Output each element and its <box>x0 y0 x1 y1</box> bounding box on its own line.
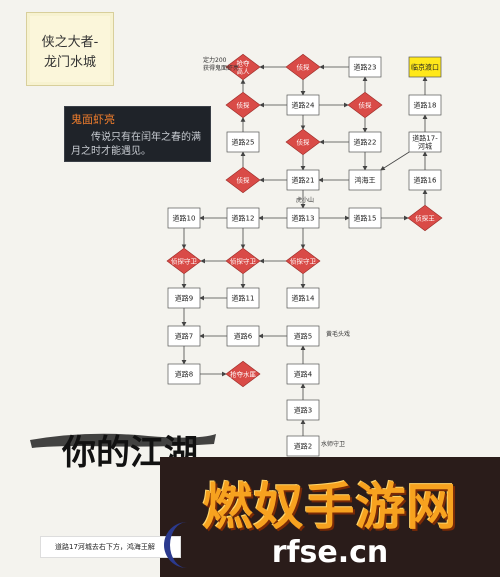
svg-text:道路24: 道路24 <box>292 101 315 110</box>
svg-text:侦探: 侦探 <box>237 176 251 185</box>
flow-node-r11: 道路11 <box>226 287 260 309</box>
flow-node-d-row1: 侦探守卫 <box>166 247 202 275</box>
svg-text:道路25: 道路25 <box>232 138 255 147</box>
flow-node-r13: 道路13 <box>286 207 320 229</box>
flow-node-r18: 道路18 <box>408 94 442 116</box>
svg-text:道路10: 道路10 <box>173 214 196 223</box>
svg-text:河城: 河城 <box>418 143 432 151</box>
svg-text:道路3: 道路3 <box>294 406 312 415</box>
flow-node-r6: 道路6 <box>226 325 260 347</box>
svg-text:侦探王: 侦探王 <box>415 214 435 223</box>
flow-node-d-right: 侦探 <box>347 91 383 119</box>
flow-node-r4: 道路4 <box>286 363 320 385</box>
flow-node-r14: 道路14 <box>286 287 320 309</box>
svg-text:侦探: 侦探 <box>297 63 311 72</box>
svg-text:临京渡口: 临京渡口 <box>411 63 439 72</box>
svg-text:侦探: 侦探 <box>237 101 251 110</box>
flow-node-d-row2: 侦探守卫 <box>225 247 261 275</box>
watermark-domain: rfse.cn <box>271 535 389 570</box>
flow-node-r7: 道路7 <box>167 325 201 347</box>
svg-text:虎小山: 虎小山 <box>296 196 314 204</box>
flow-node-r17: 道路17-河城 <box>408 131 442 153</box>
flow-node-r2: 道路2 <box>286 435 320 457</box>
hint-note: 道路17河城去右下方，鸿海王解 <box>40 536 181 558</box>
svg-text:道路21: 道路21 <box>292 176 315 185</box>
svg-text:道路8: 道路8 <box>175 370 193 379</box>
flow-node-r15: 道路15 <box>348 207 382 229</box>
title-card: 侠之大者- 龙门水城 <box>26 12 114 86</box>
svg-text:水师守卫: 水师守卫 <box>321 440 345 448</box>
item-description-card: 鬼面虾亮 传说只有在闰年之春的满月之时才能遇见。 <box>64 106 211 162</box>
svg-text:侦探: 侦探 <box>359 101 373 110</box>
title-line2: 龙门水城 <box>43 55 96 70</box>
flow-node-d-row3: 侦探守卫 <box>285 247 321 275</box>
svg-text:抢夺水匪: 抢夺水匪 <box>230 370 257 379</box>
svg-text:获得鬼面虾亮: 获得鬼面虾亮 <box>203 64 239 72</box>
flow-node-d-left1: 侦探 <box>225 91 261 119</box>
flow-node-r25: 道路25 <box>226 131 260 153</box>
svg-text:定力200: 定力200 <box>203 56 227 64</box>
flow-node-r24: 道路24 <box>286 94 320 116</box>
flow-node-d-top: 侦探 <box>285 53 321 81</box>
svg-text:高人: 高人 <box>237 67 251 76</box>
svg-text:道路6: 道路6 <box>234 332 253 341</box>
flow-node-haihai: 鸿海王 <box>348 169 382 191</box>
flow-node-r21: 道路21 <box>286 169 320 191</box>
flow-node-d-left2: 侦探 <box>225 166 261 194</box>
svg-text:道路15: 道路15 <box>354 214 377 223</box>
annotation-hill: 虎小山 <box>296 196 314 204</box>
flow-node-r12: 道路12 <box>226 207 260 229</box>
flow-node-r16: 道路16 <box>408 169 442 191</box>
flow-node-r9: 道路9 <box>167 287 201 309</box>
flow-node-r8: 道路8 <box>167 363 201 385</box>
flow-node-d-r8: 抢夺水匪 <box>225 360 261 388</box>
svg-text:道路13: 道路13 <box>292 214 315 223</box>
flow-edge-r17-haihai <box>380 151 410 171</box>
svg-text:道路14: 道路14 <box>292 294 315 303</box>
annotation-guard: 水师守卫 <box>321 440 345 448</box>
svg-text:道路12: 道路12 <box>232 214 255 223</box>
svg-text:抢夺: 抢夺 <box>237 59 251 68</box>
svg-text:道路9: 道路9 <box>175 294 193 303</box>
svg-text:道路11: 道路11 <box>232 294 255 303</box>
watermark-title: 燃奴手游网 <box>202 478 458 536</box>
svg-text:道路16: 道路16 <box>414 176 437 185</box>
flow-node-d-r15: 侦探王 <box>407 204 443 232</box>
flow-node-r10: 道路10 <box>167 207 201 229</box>
svg-text:道路4: 道路4 <box>294 370 313 379</box>
svg-text:道路2: 道路2 <box>294 442 312 451</box>
svg-text:道路22: 道路22 <box>354 138 377 147</box>
flow-node-r3: 道路3 <box>286 399 320 421</box>
title-line1: 侠之大者- <box>41 35 99 50</box>
svg-text:侦探守卫: 侦探守卫 <box>171 257 198 266</box>
svg-text:黄毛头戏: 黄毛头戏 <box>326 330 350 338</box>
svg-text:道路23: 道路23 <box>354 63 377 72</box>
flow-node-r22: 道路22 <box>348 131 382 153</box>
svg-text:道路5: 道路5 <box>294 332 312 341</box>
svg-text:道路7: 道路7 <box>175 332 193 341</box>
flow-node-r23: 道路23 <box>348 56 382 78</box>
svg-text:侦探守卫: 侦探守卫 <box>230 257 257 266</box>
watermark-banner: 燃奴手游网 rfse.cn <box>160 457 500 577</box>
flow-node-d-mid: 侦探 <box>285 128 321 156</box>
svg-text:侦探: 侦探 <box>297 138 311 147</box>
item-name: 鬼面虾亮 <box>71 113 115 126</box>
annotation-bridge: 黄毛头戏 <box>326 330 350 338</box>
flow-edges <box>181 64 428 436</box>
decorative-ring <box>164 522 188 568</box>
svg-text:道路17-: 道路17- <box>412 134 438 143</box>
svg-text:道路18: 道路18 <box>414 101 437 110</box>
flow-node-gym: 临京渡口 <box>408 56 442 78</box>
item-description: 传说只有在闰年之春的满月之时才能遇见。 <box>71 132 201 157</box>
svg-text:鸿海王: 鸿海王 <box>355 176 376 185</box>
flow-node-r5: 道路5 <box>286 325 320 347</box>
svg-text:侦探守卫: 侦探守卫 <box>290 257 317 266</box>
